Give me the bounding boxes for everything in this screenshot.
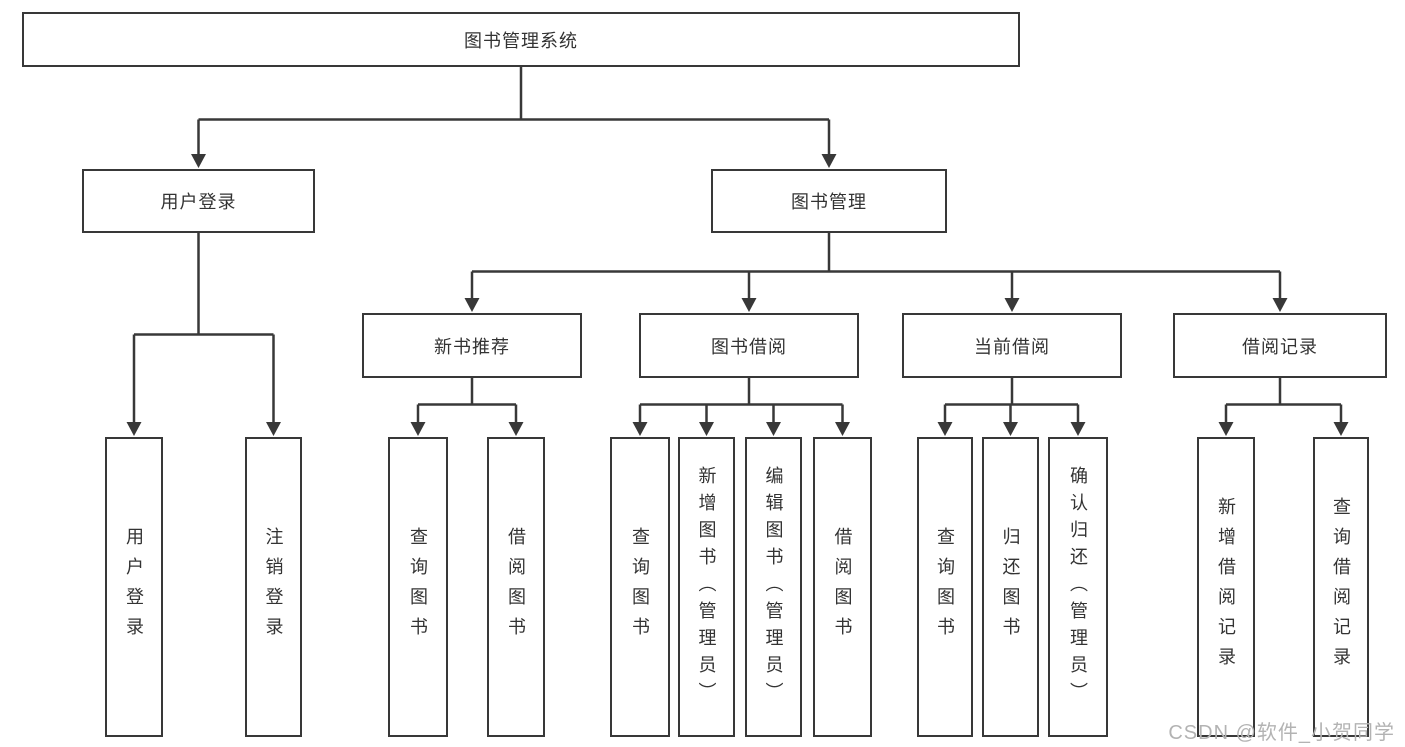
leaf-borrow-books: 借阅图书 xyxy=(813,437,872,737)
leaf-edit-books-admin: 编辑图书（管理员） xyxy=(745,437,802,737)
node-library-management-system: 图书管理系统 xyxy=(22,12,1020,67)
leaf-borrow-books-recommendation: 借阅图书 xyxy=(487,437,545,737)
csdn-watermark: CSDN @软件_小贺同学 xyxy=(1168,722,1395,744)
node-book-borrowing: 图书借阅 xyxy=(639,313,859,378)
tree-branch-lines xyxy=(134,67,1341,406)
node-current-borrowing: 当前借阅 xyxy=(902,313,1122,378)
leaf-query-books-recommendation: 查询图书 xyxy=(388,437,448,737)
node-book-management: 图书管理 xyxy=(711,169,947,233)
leaf-query-books-current: 查询图书 xyxy=(917,437,973,737)
leaf-query-borrowing-record: 查询借阅记录 xyxy=(1313,437,1369,737)
node-borrowing-records: 借阅记录 xyxy=(1173,313,1387,378)
leaf-query-books-borrowing: 查询图书 xyxy=(610,437,670,737)
leaf-add-books-admin: 新增图书（管理员） xyxy=(678,437,735,737)
leaf-logout: 注销登录 xyxy=(245,437,302,737)
node-new-book-recommendation: 新书推荐 xyxy=(362,313,582,378)
leaf-confirm-return-admin: 确认归还（管理员） xyxy=(1048,437,1108,737)
leaf-user-login: 用户登录 xyxy=(105,437,163,737)
leaf-add-borrowing-record: 新增借阅记录 xyxy=(1197,437,1255,737)
node-user-login: 用户登录 xyxy=(82,169,315,233)
leaf-return-books: 归还图书 xyxy=(982,437,1039,737)
